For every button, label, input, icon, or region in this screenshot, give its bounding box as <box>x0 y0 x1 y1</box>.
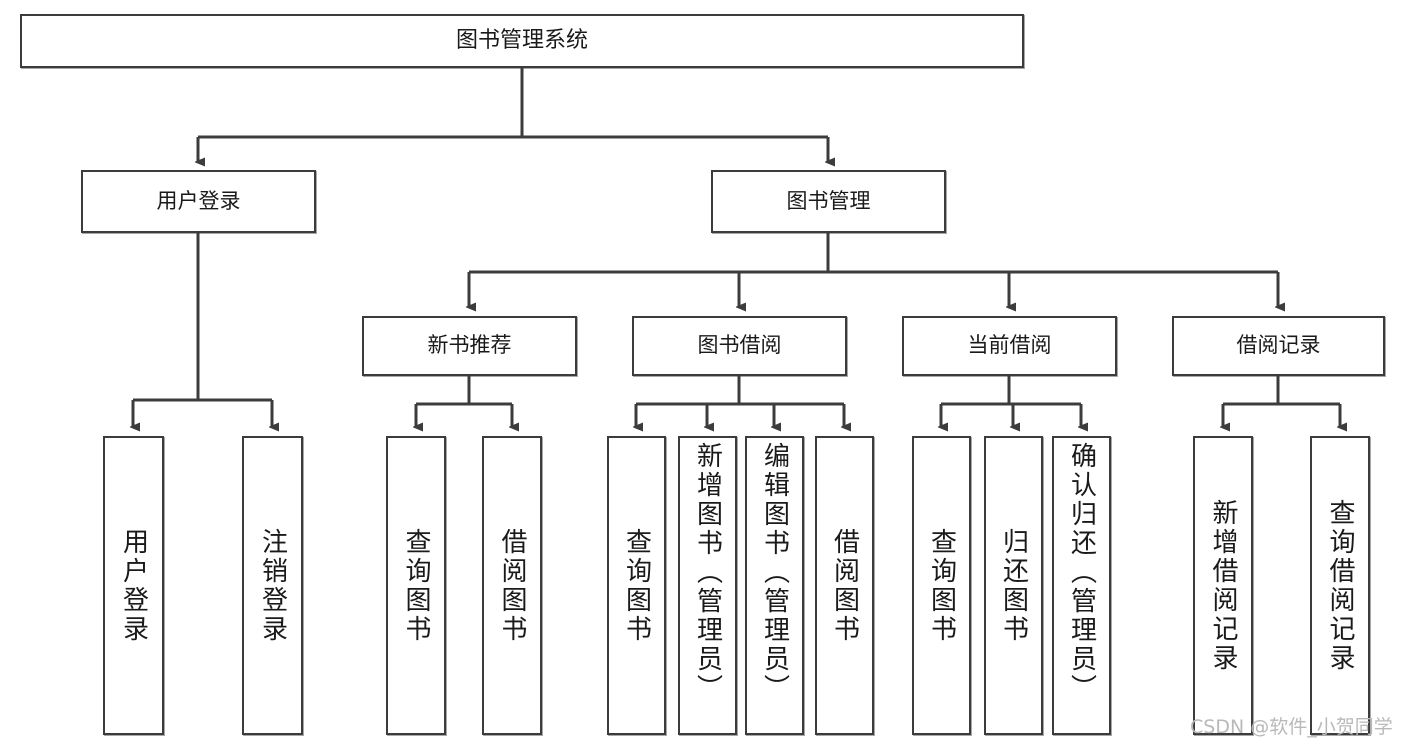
node-leaf-borrow-book-1[interactable]: 借阅图书 <box>482 436 542 735</box>
node-leaf-query-book-1-label: 查询图书 <box>401 527 431 644</box>
node-leaf-add-record-label: 新增借阅记录 <box>1208 498 1238 673</box>
node-leaf-borrow-book-2-label: 借阅图书 <box>829 527 860 644</box>
node-leaf-query-book-1[interactable]: 查询图书 <box>386 436 446 735</box>
node-current-borrow-label: 当前借阅 <box>967 333 1052 358</box>
node-leaf-return-book-label: 归还图书 <box>998 527 1029 644</box>
node-root[interactable]: 图书管理系统 <box>20 14 1024 68</box>
node-book-borrow-label: 图书借阅 <box>697 333 782 358</box>
node-borrow-record-label: 借阅记录 <box>1236 333 1321 358</box>
node-new-book-recommend[interactable]: 新书推荐 <box>362 316 577 376</box>
csdn-watermark: CSDN @软件_小贺同学 <box>1190 716 1393 738</box>
node-leaf-confirm-return[interactable]: 确认归还（管理员） <box>1052 436 1111 735</box>
node-leaf-edit-book[interactable]: 编辑图书（管理员） <box>745 436 804 735</box>
node-leaf-add-record[interactable]: 新增借阅记录 <box>1193 436 1253 735</box>
node-user-login-label: 用户登录 <box>156 188 241 213</box>
node-leaf-user-logout[interactable]: 注销登录 <box>242 436 303 735</box>
node-leaf-user-login-label: 用户登录 <box>118 527 149 644</box>
node-leaf-return-book[interactable]: 归还图书 <box>984 436 1043 735</box>
node-leaf-add-book-label: 新增图书（管理员） <box>692 442 723 703</box>
node-root-label: 图书管理系统 <box>455 27 588 53</box>
node-leaf-borrow-book-2[interactable]: 借阅图书 <box>815 436 874 735</box>
node-book-management-label: 图书管理 <box>786 188 871 213</box>
node-leaf-query-book-2-label: 查询图书 <box>621 527 652 644</box>
node-new-book-recommend-label: 新书推荐 <box>427 333 512 358</box>
node-leaf-add-book[interactable]: 新增图书（管理员） <box>678 436 737 735</box>
node-leaf-user-logout-label: 注销登录 <box>257 527 288 644</box>
node-leaf-edit-book-label: 编辑图书（管理员） <box>759 442 790 703</box>
node-leaf-borrow-book-1-label: 借阅图书 <box>497 527 527 644</box>
node-borrow-record[interactable]: 借阅记录 <box>1172 316 1385 376</box>
node-leaf-query-book-3-label: 查询图书 <box>926 527 957 644</box>
node-user-login[interactable]: 用户登录 <box>81 170 316 233</box>
node-book-borrow[interactable]: 图书借阅 <box>632 316 847 376</box>
node-leaf-query-book-2[interactable]: 查询图书 <box>607 436 666 735</box>
node-book-management[interactable]: 图书管理 <box>711 170 946 233</box>
node-leaf-confirm-return-label: 确认归还（管理员） <box>1066 442 1097 703</box>
node-leaf-query-record[interactable]: 查询借阅记录 <box>1310 436 1370 735</box>
node-leaf-query-book-3[interactable]: 查询图书 <box>912 436 971 735</box>
node-leaf-user-login[interactable]: 用户登录 <box>103 436 164 735</box>
node-current-borrow[interactable]: 当前借阅 <box>902 316 1117 376</box>
node-leaf-query-record-label: 查询借阅记录 <box>1325 498 1355 673</box>
